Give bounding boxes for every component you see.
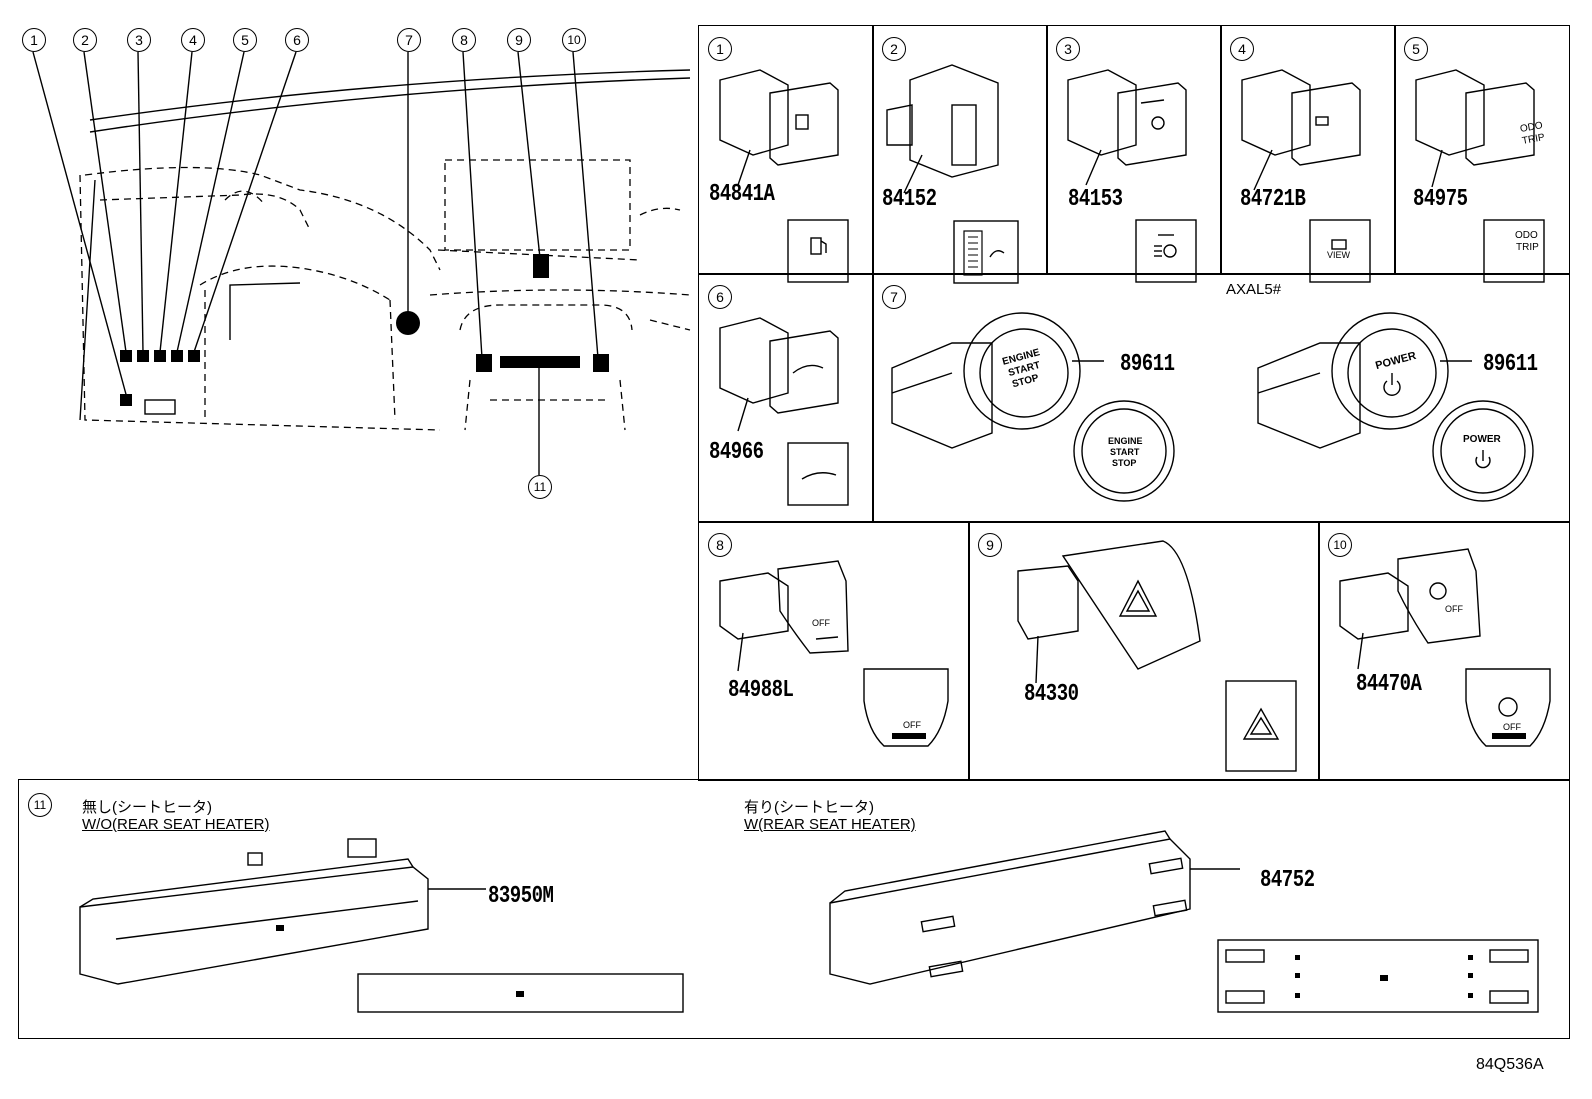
part-number-4: 84721B [1240,185,1306,213]
part-cell-4 [1220,25,1396,275]
part-number-5: 84975 [1413,185,1468,213]
part-cell-3 [1046,25,1222,275]
stop-label-b: STOP [1112,458,1137,468]
callout-6: 6 [285,28,309,52]
callout-11: 11 [528,475,552,499]
ref-3: 3 [1056,37,1080,61]
trip-label-b: TRIP [1516,242,1539,253]
off-label-10a: OFF [1445,604,1463,614]
callout-5: 5 [233,28,257,52]
figure-code: 84Q536A [1476,1056,1544,1073]
part-number-9: 84330 [1024,680,1079,708]
dashboard-outline-drawing [32,51,691,475]
ref-9: 9 [978,533,1002,557]
control-panel-drawing-left [79,838,684,1013]
part-cell-7 [872,273,1570,523]
part-cell-8 [698,521,970,781]
ref-1: 1 [708,37,732,61]
callout-9: 9 [507,28,531,52]
part-number-10: 84470A [1356,670,1422,698]
ref-4: 4 [1230,37,1254,61]
callout-4: 4 [181,28,205,52]
off-label-8a: OFF [812,618,830,628]
switch-drawing-6 [719,317,849,506]
switch-drawing-1 [719,69,849,283]
off-label-8b: OFF [903,720,921,730]
view-label: VIEW [1327,250,1351,260]
part-cell-9 [968,521,1320,781]
control-panel-drawing-right [829,830,1539,1013]
part-number-3: 84153 [1068,185,1123,213]
part-number-8: 84988L [728,676,794,704]
callout-2: 2 [73,28,97,52]
engine-label-b: ENGINE [1108,436,1143,446]
callout-8: 8 [452,28,476,52]
part-cell-10 [1318,521,1570,781]
model-note: AXAL5# [1226,281,1282,298]
start-label-b: START [1110,447,1140,457]
ref-6: 6 [708,285,732,309]
ref-5: 5 [1404,37,1428,61]
part-number-6: 84966 [709,438,764,466]
switch-drawing-10 [1339,548,1551,747]
part-number-1: 84841A [709,180,775,208]
odo-label-b: ODO [1515,230,1538,241]
callout-1: 1 [22,28,46,52]
ref-7: 7 [882,285,906,309]
ref-11: 11 [28,793,52,817]
ref-10: 10 [1328,533,1352,557]
part-number-11-left: 83950M [488,882,554,910]
part-cell-5 [1394,25,1570,275]
ref-8: 8 [708,533,732,557]
part-cell-6 [698,273,874,523]
part-number-11-right: 84752 [1260,866,1315,894]
panel11-left-en: W/O(REAR SEAT HEATER) [82,816,270,833]
switch-drawing-5 [1415,69,1545,283]
switch-drawing-2 [886,64,1019,284]
callout-10: 10 [562,28,586,52]
part-number-2: 84152 [882,185,937,213]
ref-2: 2 [882,37,906,61]
callout-7: 7 [397,28,421,52]
switch-drawing-8 [719,560,949,747]
panel11-right-en: W(REAR SEAT HEATER) [744,816,916,833]
switch-drawing-9 [1017,540,1297,772]
part-cell-1 [698,25,874,275]
switch-drawing-4 [1241,69,1371,283]
part-cell-11 [18,779,1570,1039]
callout-3: 3 [127,28,151,52]
start-button-drawing-b [1257,312,1534,502]
start-button-drawing-a [891,312,1175,502]
panel11-left-jp: 無し(シートヒータ) [82,799,212,816]
part-cell-2 [872,25,1048,275]
switch-drawing-3 [1067,69,1197,283]
panel11-right-jp: 有り(シートヒータ) [744,799,874,816]
part-number-7b: 89611 [1483,350,1538,378]
power-label-b: POWER [1463,434,1501,445]
part-number-7a: 89611 [1120,350,1175,378]
off-label-10b: OFF [1503,722,1521,732]
